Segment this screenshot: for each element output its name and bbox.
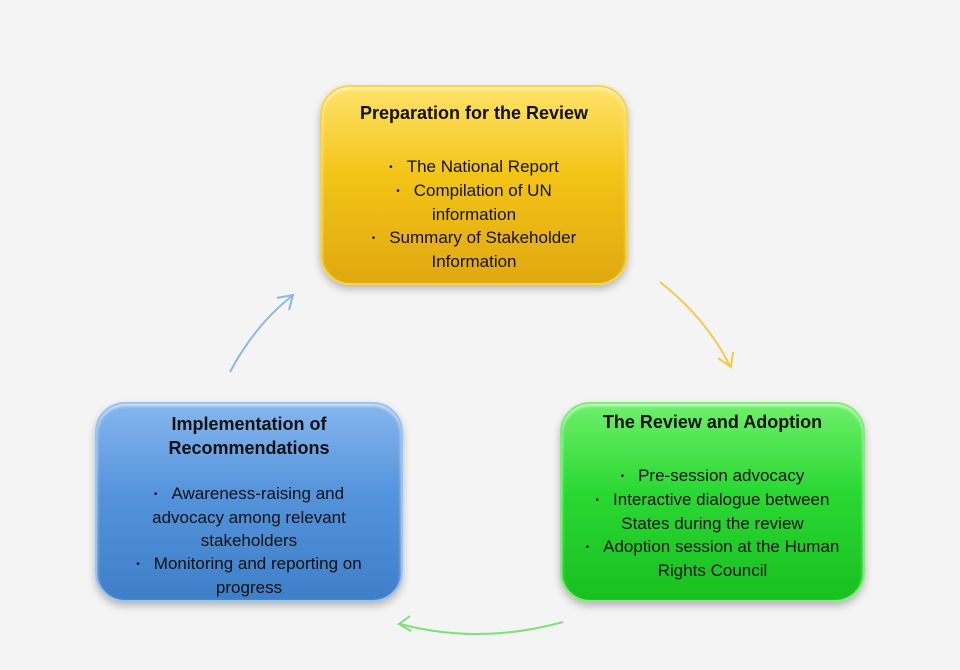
list-item: •Interactive dialogue between States dur… [595, 490, 830, 534]
bullet-icon: • [620, 471, 625, 483]
list-item: •Awareness-raising and advocacy among re… [152, 484, 346, 551]
arrow-head-preparation-to-review [717, 351, 734, 369]
bullet-icon: • [396, 186, 400, 198]
bullet-icon: • [389, 162, 393, 174]
bullet-icon: • [585, 542, 590, 554]
bullet-icon: • [371, 233, 376, 245]
bullet-icon: • [136, 559, 140, 571]
arrow-preparation-to-review [659, 281, 731, 367]
bullet-icon: • [595, 495, 600, 507]
preparation-stage-box: Preparation for the Review •The National… [320, 85, 628, 285]
arrow-head-implementation-to-preparation [276, 293, 295, 311]
implementation-stage-box: Implementation of Recommendations •Aware… [95, 402, 403, 602]
arrow-review-to-implementation [399, 621, 564, 636]
list-item: •Pre-session advocacy [620, 466, 805, 485]
review-stage-title: The Review and Adoption [602, 412, 823, 432]
review-stage-box: The Review and Adoption •Pre-session adv… [560, 402, 865, 602]
list-item: •Compilation of UN information [396, 181, 552, 225]
list-item: •Monitoring and reporting on progress [136, 554, 362, 598]
bullet-icon: • [153, 489, 158, 501]
list-item: •The National Report [389, 157, 559, 176]
implementation-stage-title: Implementation of Recommendations [168, 414, 330, 458]
arrow-implementation-to-preparation [229, 295, 293, 373]
preparation-stage-title: Preparation for the Review [359, 103, 589, 123]
arrow-head-review-to-implementation [397, 615, 412, 632]
list-item: •Adoption session at the Human Rights Co… [585, 537, 840, 581]
preparation-stage-list: •The National Report •Compilation of UN … [322, 155, 626, 273]
implementation-stage-list: •Awareness-raising and advocacy among re… [97, 482, 401, 599]
list-item: •Summary of Stakeholder Information [371, 228, 577, 272]
review-stage-list: •Pre-session advocacy •Interactive dialo… [562, 464, 863, 582]
